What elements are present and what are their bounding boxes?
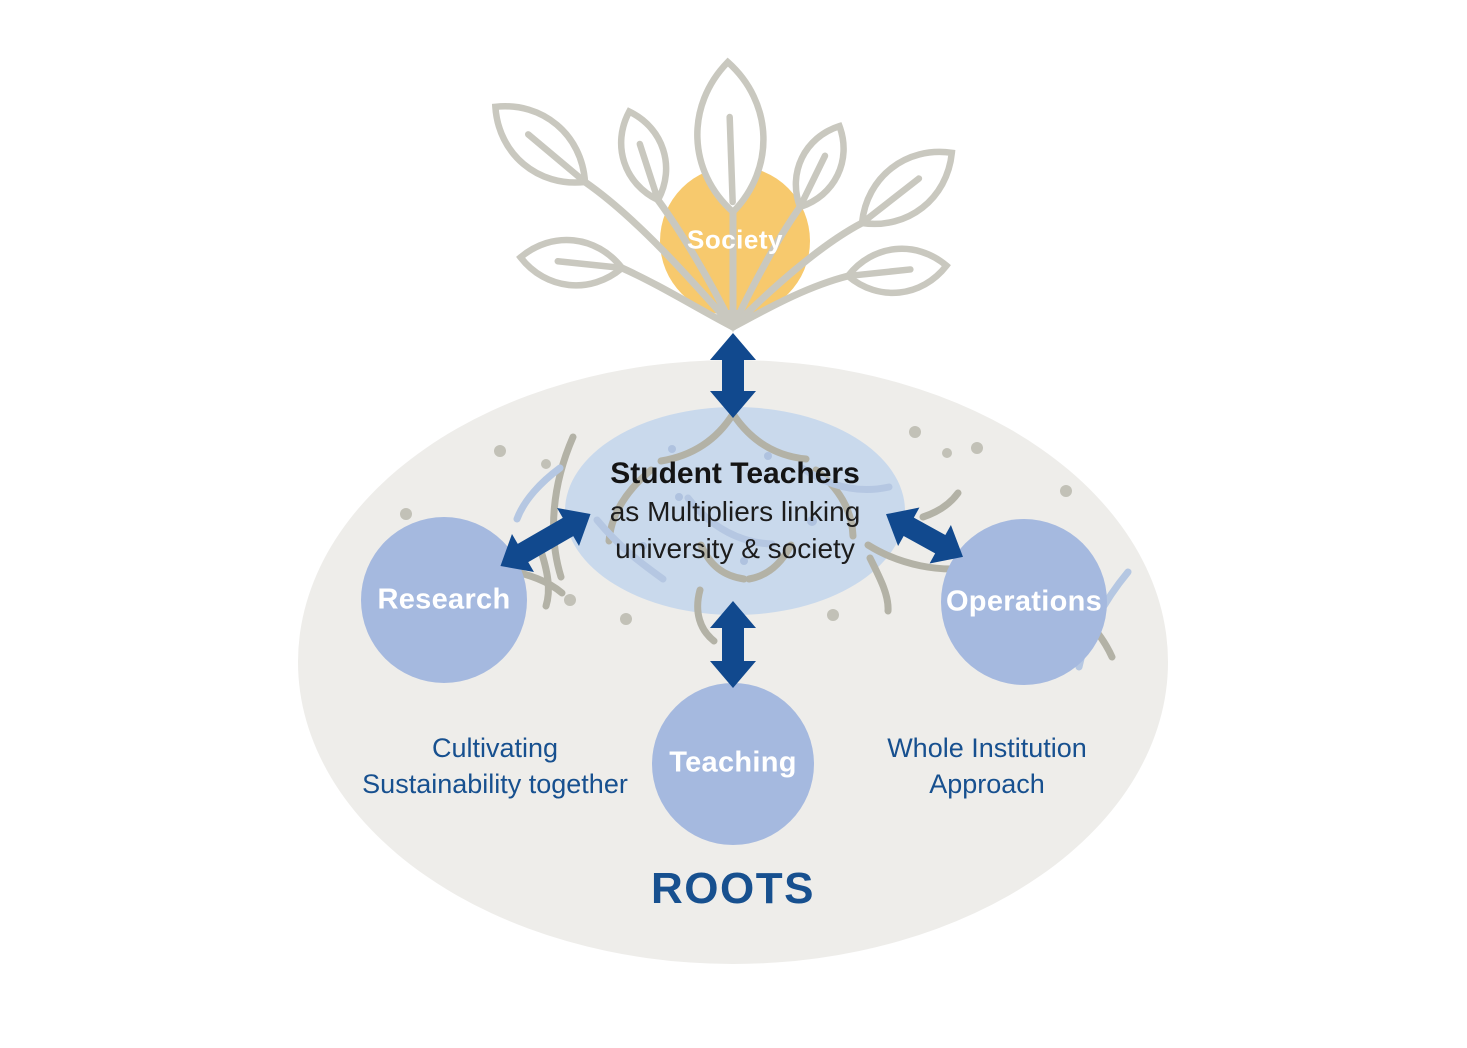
- teaching-label: Teaching: [669, 746, 797, 779]
- root-squiggle-icon: [593, 516, 667, 583]
- soil-dot-icon: [827, 609, 839, 621]
- soil-dot-icon: [764, 452, 772, 460]
- stem-tip: [727, 310, 739, 333]
- root-squiggle-icon: [697, 541, 748, 583]
- leaf-icon: [518, 235, 624, 290]
- leaf-icon: [479, 87, 602, 202]
- leaf-icon: [695, 61, 766, 213]
- soil-dot-icon: [942, 448, 952, 458]
- plant-leaves: [479, 61, 967, 298]
- operations-label: Operations: [945, 585, 1103, 618]
- soil-dot-icon: [675, 493, 683, 501]
- soil-dots-blue: [639, 445, 817, 565]
- root-squiggle-icon: [866, 554, 892, 615]
- root-squiggle-icon: [729, 410, 810, 463]
- hub-ellipse: [565, 407, 905, 615]
- link-arrows: [500, 333, 963, 688]
- soil-dot-icon: [740, 557, 748, 565]
- plant-stem: [729, 219, 866, 331]
- double-arrow-icon: [710, 601, 756, 688]
- soil-dot-icon: [807, 516, 817, 526]
- root-squiggle-icon: [513, 464, 564, 523]
- root-squiggle-icon: [694, 586, 718, 645]
- plant-stems: [581, 178, 866, 331]
- right-caption-line2: Approach: [929, 769, 1045, 799]
- hub-subtitle-line2: university & society: [615, 533, 855, 564]
- hub-text: Student Teachers as Multipliers linking …: [610, 455, 861, 567]
- roots-label: ROOTS: [651, 864, 815, 913]
- soil-dot-icon: [639, 542, 647, 550]
- soil-dot-icon: [909, 426, 921, 438]
- plant-stem: [618, 264, 737, 331]
- root-squiggle-icon: [812, 466, 857, 540]
- soil-dot-icon: [564, 594, 576, 606]
- research-label: Research: [377, 583, 511, 616]
- hub-subtitle-line1: as Multipliers linking: [609, 496, 861, 527]
- left-caption-line2: Sustainability together: [362, 769, 628, 799]
- soil-dot-icon: [541, 459, 551, 469]
- root-squiggle-icon: [798, 464, 893, 494]
- soil-dot-icon: [1060, 485, 1072, 497]
- left-caption: Cultivating Sustainability together: [362, 730, 628, 802]
- teaching-circle: [652, 683, 814, 845]
- leaf-icon: [847, 133, 968, 243]
- double-arrow-icon: [500, 507, 591, 573]
- root-squiggle-icon: [919, 489, 962, 521]
- operations-circle: [941, 519, 1107, 685]
- double-arrow-icon: [886, 507, 963, 564]
- soil-dots-gray: [400, 426, 1072, 625]
- society-label: Society: [687, 224, 783, 255]
- hub-title: Student Teachers: [610, 457, 860, 490]
- leaf-icon: [846, 244, 949, 298]
- root-squiggle-icon: [657, 410, 737, 465]
- soil-dot-icon: [620, 613, 632, 625]
- soil-dot-icon: [400, 508, 412, 520]
- plant-stem: [729, 272, 852, 331]
- left-caption-line1: Cultivating: [431, 733, 559, 763]
- leaf-icon: [610, 105, 678, 206]
- root-squiggle-icon: [550, 433, 577, 581]
- leaf-icon: [782, 117, 857, 215]
- root-squiggle-icon: [684, 494, 776, 548]
- plant-stem: [729, 203, 804, 331]
- soil-dot-icon: [494, 445, 506, 457]
- research-circle: [361, 517, 527, 683]
- plant-stem: [654, 196, 737, 331]
- double-arrow-icon: [710, 333, 756, 418]
- right-caption-line1: Whole Institution: [887, 733, 1087, 763]
- soil-dot-icon: [668, 445, 676, 453]
- soil-dot-icon: [971, 442, 983, 454]
- plant-stem: [581, 178, 737, 331]
- root-squiggle-icon: [745, 541, 795, 583]
- right-caption: Whole Institution Approach: [887, 730, 1087, 802]
